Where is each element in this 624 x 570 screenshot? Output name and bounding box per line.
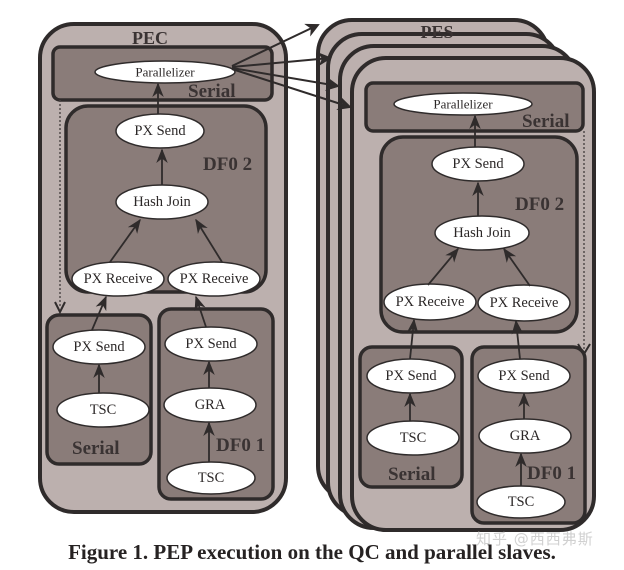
- pec-title: PEC: [132, 28, 168, 48]
- pes-dfo1-tsc-label: TSC: [508, 494, 535, 510]
- pec-dfo1-tsc-label: TSC: [198, 470, 225, 486]
- pec-serial-pxsend-label: PX Send: [73, 339, 125, 355]
- pes-serial-top-label: Serial: [522, 111, 570, 132]
- pec-parallelizer-node: [94, 60, 236, 84]
- pes-title: PES: [420, 22, 453, 42]
- pec-pxreceive-left-label: PX Receive: [84, 271, 153, 287]
- pes-serial-tsc-label: TSC: [400, 430, 427, 446]
- fanout-arrow-4: [231, 68, 352, 110]
- parallelizer-fanout: [231, 23, 352, 110]
- pec-serial-tsc-label: TSC: [90, 402, 117, 418]
- pes-dfo2-label: DF0 2: [515, 194, 564, 215]
- figure-caption: Figure 1. PEP execution on the QC and pa…: [68, 540, 556, 564]
- pec-hashjoin-label: Hash Join: [133, 194, 191, 210]
- pec-gra-label: GRA: [195, 397, 226, 413]
- pes-pxreceive-left-label: PX Receive: [396, 294, 465, 310]
- pec-dfo2-pxsend-label: PX Send: [134, 123, 186, 139]
- pes-edge-serialsend-receive: [406, 318, 419, 360]
- pes-dfo1-label: DF0 1: [527, 463, 576, 484]
- pes-hashjoin-node: [434, 215, 530, 251]
- pes-pxreceive-right-node: [477, 284, 571, 322]
- pec-pxreceive-right-label: PX Receive: [180, 271, 249, 287]
- pes-dotted-arrowhead: [577, 343, 591, 356]
- pec-serial-tsc-node: [56, 392, 150, 428]
- pec-pxreceive-right-node: [167, 261, 261, 297]
- pes-hashjoin-label: Hash Join: [453, 225, 511, 241]
- pec-container: PEC Parallelizer Serial DF0 2 PX Send Ha…: [38, 22, 288, 514]
- fanout-arrow-2: [231, 52, 332, 68]
- watermark: 知乎 @西西弗斯: [476, 530, 594, 548]
- fanout-arrow-1: [231, 23, 320, 67]
- pes-edge-right-hashjoin: [503, 247, 531, 287]
- pec-edge-dfo1send-receive: [194, 295, 207, 328]
- pes-serial-tsc-node: [366, 420, 460, 456]
- pec-edge-serialsend-receive: [91, 295, 107, 331]
- pec-dfo1-tsc-node: [166, 461, 256, 495]
- pes-dfo2-pxsend-node: [431, 146, 525, 182]
- pec-serial-top-label: Serial: [188, 81, 236, 102]
- pes-dfo2-pxsend-label: PX Send: [452, 156, 504, 172]
- pes-parallelizer-node: [393, 92, 533, 116]
- pes-container: PES Parallelizer Serial DF0 2 PX Send Ha…: [316, 18, 596, 532]
- pes-parallelizer-label: Parallelizer: [433, 97, 493, 112]
- pec-dfo2-label: DF0 2: [203, 154, 252, 175]
- pes-serial-bottom-label: Serial: [388, 464, 436, 485]
- pes-serial-pxsend-label: PX Send: [385, 368, 437, 384]
- pec-dotted-arrowhead: [54, 301, 66, 315]
- pec-dfo1-label: DF0 1: [216, 435, 265, 456]
- fanout-arrow-3: [231, 67, 340, 91]
- pec-edge-right-hashjoin: [195, 218, 223, 263]
- pec-pxreceive-left-node: [71, 261, 165, 297]
- pes-pxreceive-right-label: PX Receive: [490, 295, 559, 311]
- pes-edge-left-hashjoin: [427, 247, 459, 286]
- pec-dfo2-pxsend-node: [115, 113, 205, 149]
- pec-dfo1-pxsend-label: PX Send: [185, 336, 237, 352]
- pec-parallelizer-label: Parallelizer: [135, 65, 195, 80]
- pec-edge-left-hashjoin: [109, 218, 141, 263]
- pes-gra-label: GRA: [510, 428, 541, 444]
- pes-edge-dfo1send-receive: [511, 319, 524, 360]
- pes-dfo1-pxsend-label: PX Send: [498, 368, 550, 384]
- pec-serial-bottom-label: Serial: [72, 438, 120, 459]
